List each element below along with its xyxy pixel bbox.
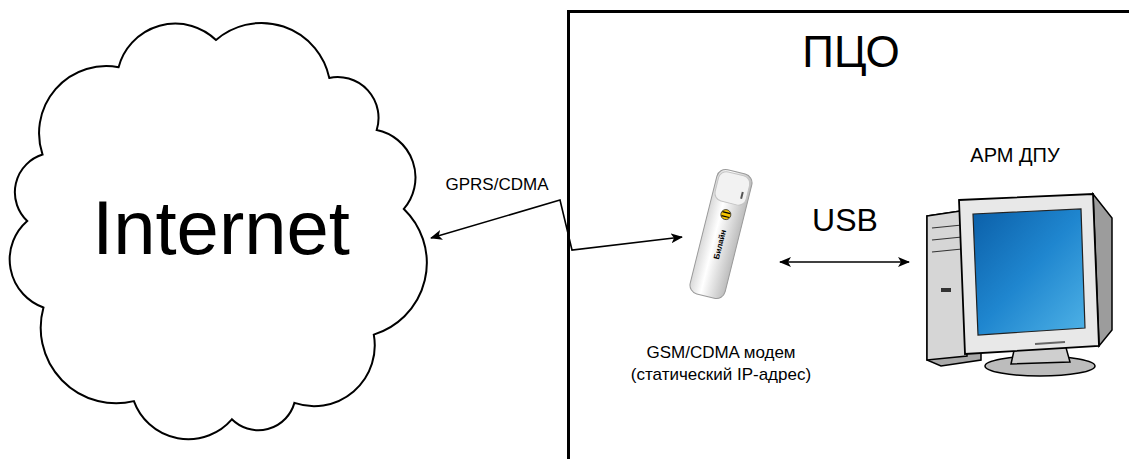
modem-label: GSM/CDMA модем (статический IP-адрес) (616, 342, 826, 386)
connector-label: USB (809, 202, 881, 239)
cloud-node: Internet (5, 18, 427, 442)
connector-arrow (780, 261, 909, 263)
pc-label: АРМ ДПУ (915, 144, 1115, 167)
cloud-label: Internet (92, 184, 350, 271)
computer-picture (915, 188, 1115, 380)
pc-node: АРМ ДПУ (915, 188, 1115, 380)
modem-node: GSM/CDMA модем (статический IP-адрес)Бил… (688, 168, 754, 300)
connector-label: GPRS/CDMA (443, 175, 552, 195)
region-label: ПЦО (570, 27, 1129, 77)
cloud-outline (10, 23, 427, 439)
connector-arrow (431, 200, 682, 250)
